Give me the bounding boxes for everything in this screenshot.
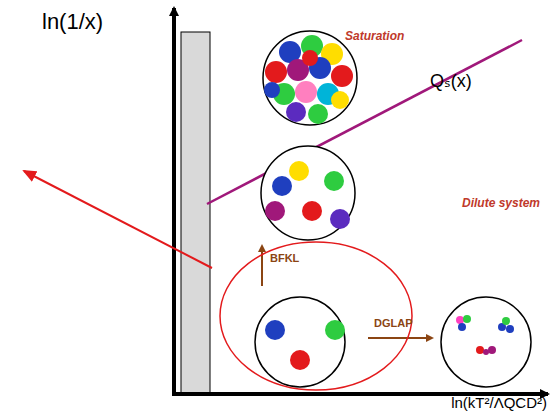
- dilute-proton: [261, 146, 355, 240]
- saturation-line: [207, 40, 522, 204]
- axis-label: ln(kT²/ΛQCD²): [451, 395, 547, 412]
- evolution-label: DGLAP: [374, 317, 413, 329]
- region-label: Saturation: [345, 30, 404, 43]
- curve-label: Qₛ(x): [430, 72, 472, 92]
- pointer-arrow: [24, 171, 212, 268]
- y-axis: [172, 8, 176, 394]
- evolution-label: BFKL: [270, 252, 299, 264]
- axis-label: ln(1/x): [42, 10, 103, 34]
- region-label: Dilute system: [462, 197, 540, 210]
- proton: [255, 297, 345, 387]
- dglap-arrow: [368, 337, 432, 339]
- resolved-proton: [441, 297, 531, 387]
- highlight-ellipse: [220, 242, 412, 390]
- grey-band: [181, 32, 210, 393]
- bfkl-arrow: [261, 246, 263, 286]
- saturated-proton: [263, 31, 357, 125]
